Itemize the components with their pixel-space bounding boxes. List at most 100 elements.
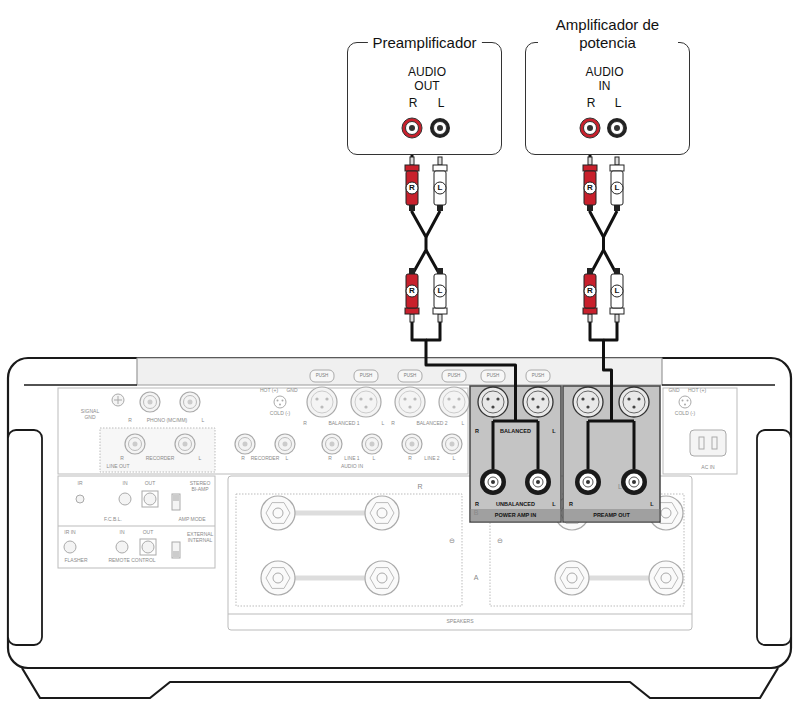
panel-connector — [398, 370, 422, 382]
rca-jack — [525, 469, 551, 495]
device-heading: Amplificador de potencia — [538, 16, 678, 52]
panel-label: LINE 2 — [424, 456, 439, 462]
panel-label: F.C.B.L. — [104, 517, 122, 523]
rca-plug — [433, 268, 447, 322]
panel-connector — [140, 539, 156, 555]
panel-label: BALANCED 1 — [328, 421, 359, 427]
panel-label: RECORDER — [146, 456, 175, 462]
panel-connector — [112, 394, 124, 406]
panel-label: AUDIO IN — [341, 464, 363, 470]
panel-connector — [142, 541, 154, 553]
panel-connector — [439, 387, 469, 417]
channel-label: L — [438, 96, 445, 110]
channel-label: L — [551, 428, 556, 435]
panel-connector — [64, 370, 726, 558]
rca-plug — [583, 157, 597, 211]
panel-label: SIGNAL GND — [77, 409, 103, 420]
chassis-outline — [137, 358, 662, 385]
panel-frame — [490, 494, 684, 606]
highlighted-section — [478, 387, 508, 417]
channel-label: L — [551, 501, 556, 508]
push-tab-label: PUSH — [487, 373, 500, 379]
rca-jack — [430, 118, 450, 138]
highlighted-section — [470, 386, 660, 522]
panel-label: STEREO BI-AMP — [187, 481, 213, 492]
panel-connector — [322, 434, 342, 454]
rca-plug — [405, 157, 624, 322]
highlighted-section — [470, 386, 561, 522]
panel-label: RECORDER — [251, 456, 280, 462]
terminal-label: UNBALANCED — [495, 501, 536, 508]
panel-connector — [442, 434, 462, 454]
rca-jack — [480, 469, 506, 495]
panel-connector — [442, 370, 466, 382]
panel-connector — [354, 370, 378, 382]
panel-connector — [310, 370, 334, 382]
chassis-outline — [757, 430, 791, 645]
panel-label: IR — [78, 481, 83, 487]
speaker-terminal — [649, 561, 683, 595]
panel-label: HOT (+) — [688, 388, 706, 394]
panel-label: REMOTE CONTROL — [108, 558, 155, 564]
panel-label: R — [128, 418, 132, 424]
channel-label: R — [474, 428, 480, 435]
panel-label: OUT — [145, 481, 156, 487]
panel-label: L — [462, 421, 465, 427]
panel-label: GND — [286, 388, 297, 394]
panel-connector — [144, 493, 156, 505]
plug-letter: R — [585, 183, 595, 193]
device-heading: Preamplificador — [367, 34, 481, 52]
panel-connector — [362, 434, 382, 454]
panel-label: L — [453, 456, 456, 462]
speaker-terminal — [261, 496, 683, 595]
panel-connector — [395, 387, 425, 417]
panel-label: HOT (+) — [260, 388, 278, 394]
rca-jack — [607, 118, 627, 138]
highlighted-section — [564, 509, 660, 521]
speaker-label: R — [417, 483, 422, 491]
panel-connector — [140, 392, 160, 412]
plug-letter: L — [435, 183, 445, 193]
section-title: POWER AMP IN — [494, 512, 537, 519]
panel-label: L — [202, 418, 205, 424]
highlighted-section — [471, 509, 561, 521]
panel-connector — [116, 541, 128, 553]
chassis-outline — [8, 358, 791, 698]
panel-frame — [58, 526, 215, 527]
push-tab-label: PUSH — [532, 373, 545, 379]
panel-label: LINE 1 — [344, 456, 359, 462]
speaker-label: A — [474, 574, 479, 582]
panel-label: R — [408, 456, 412, 462]
panel-label: L — [382, 421, 385, 427]
plug-letter: L — [612, 183, 622, 193]
panel-label: PHONO (MC/MM) — [147, 418, 188, 424]
panel-label: R — [120, 456, 124, 462]
panel-label: SPEAKERS — [447, 619, 474, 625]
panel-frame — [100, 428, 215, 472]
plug-letter: R — [585, 286, 595, 296]
panel-label: R — [391, 421, 395, 427]
panel-frame — [663, 388, 737, 474]
panel-connector — [679, 396, 691, 408]
panel-label: BALANCED 2 — [416, 421, 447, 427]
highlighted-section — [573, 387, 603, 417]
push-tab-label: PUSH — [316, 373, 329, 379]
speaker-label: L — [618, 483, 622, 491]
rca-jack — [621, 469, 647, 495]
cable-wire — [426, 211, 634, 469]
chassis-outline — [8, 430, 42, 645]
panel-connector — [64, 541, 76, 553]
panel-connector — [274, 396, 286, 408]
panel-connector — [275, 434, 295, 454]
panel-label: GND — [668, 388, 679, 394]
channel-label: R — [587, 96, 596, 110]
panel-label: AMP MODE — [178, 517, 205, 523]
terminal-section: RBALANCEDLRUNBALANCEDLPOWER AMP IN — [470, 386, 561, 522]
rca-plug — [433, 157, 447, 211]
rca-jack — [402, 118, 422, 138]
rca-jack — [575, 469, 601, 495]
push-tab-label: PUSH — [404, 373, 417, 379]
port-label: AUDIO OUT — [402, 65, 452, 93]
panel-frame — [58, 388, 468, 474]
